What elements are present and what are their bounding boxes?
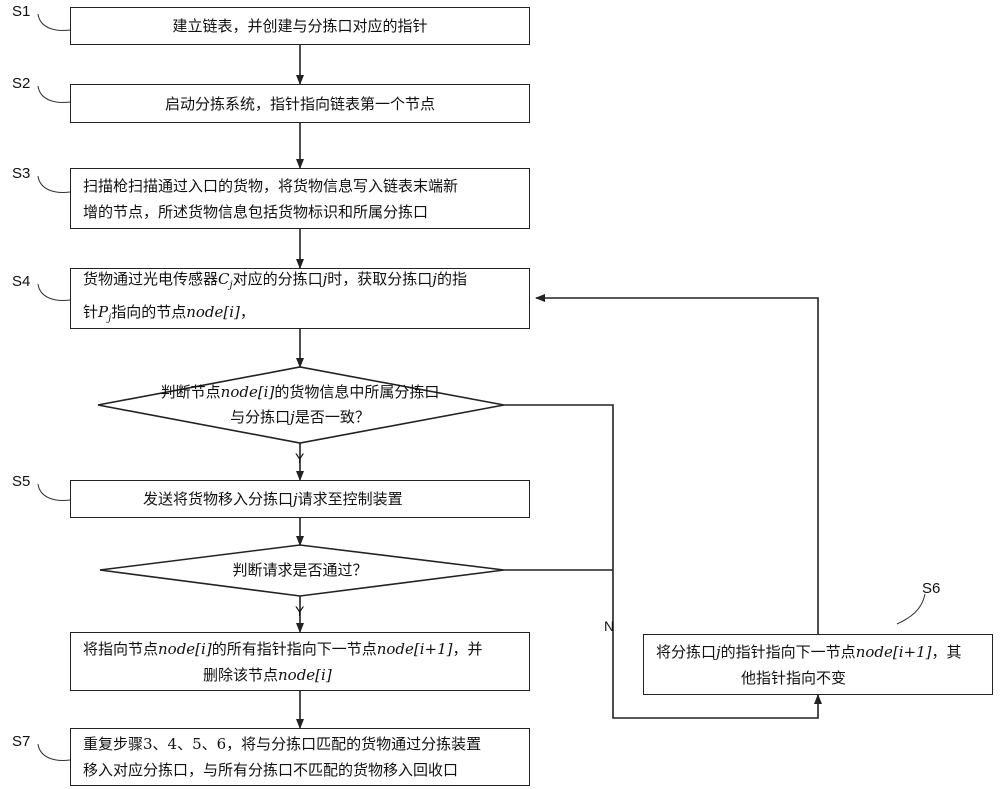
arrow-s6-loop-s4 (535, 294, 819, 634)
text-seg: 将分拣口 (656, 642, 717, 661)
process-text-s6-line1: 将分拣口j的指针指向下一节点node[i+1]，其 (656, 639, 962, 665)
var-c: C (218, 269, 230, 288)
var-node: node[i+1] (855, 642, 932, 661)
decision-text-1-line1: 判断节点node[i]的货物信息中所属分拣口 (110, 380, 490, 405)
decision-text-1: 判断节点node[i]的货物信息中所属分拣口 与分拣口j是否一致？ (110, 380, 490, 430)
var-node: node[i] (278, 665, 332, 684)
step-label-s5: S5 (12, 473, 31, 490)
decision-diamond-1 (97, 366, 505, 444)
process-box-s7: 重复步骤3、4、5、6，将与分拣口匹配的货物通过分拣装置 移入对应分拣口，与所有… (70, 728, 530, 786)
var-p-sub: j (108, 312, 112, 324)
decision-text-1-line2: 与分拣口j是否一致？ (110, 405, 490, 430)
step-callout-s2 (37, 85, 71, 103)
process-text-s1: 建立链表，并创建与分拣口对应的指针 (172, 17, 428, 35)
var-node: node[i] (186, 302, 240, 321)
branch-label-yes-2: Y (295, 603, 305, 619)
text-seg: ，并 (452, 639, 483, 658)
step-callout-s3 (37, 175, 71, 193)
process-text-delete-line1: 将指向节点node[i]的所有指针指向下一节点node[i+1]，并 (83, 636, 483, 662)
process-text-s7-line1: 重复步骤3、4、5、6，将与分拣口匹配的货物通过分拣装置 (83, 735, 482, 753)
step-label-s4: S4 (12, 273, 31, 290)
text-seg: 与分拣口 (230, 408, 291, 426)
process-box-s6: 将分拣口j的指针指向下一节点node[i+1]，其 他指针指向不变 (643, 634, 993, 695)
text-seg: 货物通过光电传感器 (83, 269, 219, 288)
step-label-s7: S7 (12, 733, 31, 750)
var-c-sub: j (229, 279, 233, 291)
step-label-s1: S1 (12, 3, 31, 20)
var-j: j (293, 490, 298, 508)
text-seg: ，其 (931, 642, 962, 661)
step-callout-s6 (896, 593, 926, 625)
process-text-delete-line2: 删除该节点node[i] (83, 662, 483, 688)
text-seg: 指向的节点 (111, 302, 187, 321)
text-seg: 时，获取分拣口 (327, 269, 433, 288)
arrow-d1-no-branch (504, 404, 822, 719)
process-text-s5: 发送将货物移入分拣口j请求至控制装置 (83, 486, 403, 512)
step-callout-s7 (37, 743, 71, 761)
var-j: j (432, 269, 437, 288)
var-j: j (716, 642, 721, 661)
text-seg: 的指 (436, 269, 467, 288)
process-box-s5: 发送将货物移入分拣口j请求至控制装置 (70, 480, 530, 518)
process-text-s3-line1: 扫描枪扫描通过入口的货物，将货物信息写入链表末端新 (83, 176, 459, 195)
text-seg: 针 (83, 302, 99, 321)
process-box-s3: 扫描枪扫描通过入口的货物，将货物信息写入链表末端新 增的节点，所述货物信息包括货… (70, 168, 530, 229)
text-seg: 将指向节点 (83, 639, 159, 658)
step-label-s3: S3 (12, 165, 31, 182)
process-text-s4-line1: 货物通过光电传感器Cj对应的分拣口j时，获取分拣口j的指 (83, 266, 467, 299)
process-box-s2: 启动分拣系统，指针指向链表第一个节点 (70, 84, 530, 123)
var-p: P (98, 302, 109, 321)
process-text-s7-line2: 移入对应分拣口，与所有分拣口不匹配的货物移入回收口 (83, 761, 459, 779)
var-j: j (290, 408, 295, 426)
branch-label-yes-1: Y (295, 450, 305, 466)
var-j: j (322, 269, 328, 288)
text-seg: 是否一致？ (294, 408, 370, 426)
process-text-s6-line2: 他指针指向不变 (741, 668, 847, 687)
text-seg: 请求至控制装置 (297, 490, 403, 508)
step-label-s6: S6 (922, 580, 941, 597)
decision-diamond-2 (99, 544, 505, 597)
text-seg: 删除该节点 (203, 665, 279, 684)
text-seg: 的货物信息中所属分拣口 (274, 383, 440, 401)
process-box-s1: 建立链表，并创建与分拣口对应的指针 (70, 7, 530, 45)
text-seg: 判断节点 (160, 383, 221, 401)
text-seg: 对应的分拣口 (232, 269, 323, 288)
process-box-s4: 货物通过光电传感器Cj对应的分拣口j时，获取分拣口j的指 针Pj指向的节点nod… (70, 268, 530, 329)
step-callout-s4 (37, 283, 71, 301)
step-callout-s1 (37, 13, 71, 31)
text-seg: ， (239, 302, 255, 321)
decision-text-2: 判断请求是否通过？ (232, 561, 368, 579)
text-seg: 的所有指针指向下一节点 (211, 639, 377, 658)
process-text-s2: 启动分拣系统，指针指向链表第一个节点 (164, 94, 435, 113)
step-callout-s5 (37, 483, 71, 501)
process-text-s4-line2: 针Pj指向的节点node[i]， (83, 299, 467, 332)
process-box-delete-node: 将指向节点node[i]的所有指针指向下一节点node[i+1]，并 删除该节点… (70, 632, 530, 691)
var-node: node[i] (158, 639, 212, 658)
text-seg: 的指针指向下一节点 (720, 642, 856, 661)
var-node: node[i] (220, 383, 275, 401)
step-label-s2: S2 (12, 75, 31, 92)
var-node: node[i+1] (376, 639, 453, 658)
process-text-s3-line2: 增的节点，所述货物信息包括货物标识和所属分拣口 (83, 202, 429, 221)
text-seg: 发送将货物移入分拣口 (143, 490, 294, 508)
branch-label-no: N (604, 618, 615, 634)
